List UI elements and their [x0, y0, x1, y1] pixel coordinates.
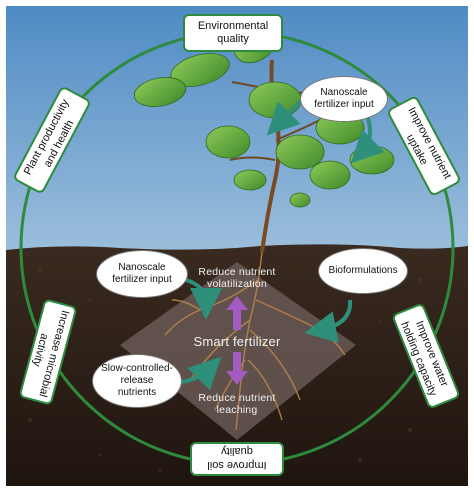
arrow-down [226, 352, 248, 385]
purple-arrows [226, 296, 248, 385]
oval-bioformulations: Bioformulations [318, 248, 408, 294]
arrow-up [226, 296, 248, 330]
rotated-box-improve-soil-quality: Improve soil quality [190, 442, 284, 476]
arrow-nano-top-right [350, 117, 385, 164]
environmental-quality-line1: Environmental [197, 20, 269, 32]
improve-soil-line1: Improve soil [207, 459, 266, 471]
smart-fertilizer-diamond [120, 262, 356, 440]
box-environmental-quality: Environmental quality [183, 14, 283, 52]
oval-nanoscale-input-left: Nanoscale fertilizer input [96, 250, 188, 298]
arrow-nano-left [185, 278, 222, 320]
nano-left-line2: fertilizer input [112, 274, 172, 285]
reduce-volatilization-line1: Reduce nutrient [198, 266, 276, 278]
nano-top-line2: fertilizer input [314, 99, 374, 110]
oval-slow-controlled-release: Slow-controlled- release nutrients [92, 354, 182, 408]
environmental-quality-line2: quality [217, 33, 249, 45]
reduce-leaching-line1: Reduce nutrient [198, 392, 276, 404]
reduce-volatilization-line2: volatilization [207, 278, 267, 290]
nano-top-line1: Nanoscale [320, 87, 368, 98]
reduce-volatilization-label: Reduce nutrient volatilization [187, 266, 287, 290]
improve-soil-line2: quality [221, 445, 253, 457]
reduce-leaching-label: Reduce nutrient leaching [187, 392, 287, 416]
branch-left [229, 156, 276, 161]
slow-release-line2: release [120, 375, 154, 386]
reduce-leaching-line2: leaching [216, 404, 258, 416]
slow-release-line3: nutrients [117, 387, 157, 398]
bioformulations-label: Bioformulations [328, 265, 398, 276]
oval-nanoscale-input-top: Nanoscale fertilizer input [300, 76, 388, 122]
arrow-bioformulations [304, 299, 353, 343]
slow-release-line1: Slow-controlled- [101, 363, 173, 374]
nano-left-line1: Nanoscale [118, 262, 166, 273]
smart-fertilizer-title: Smart fertilizer [193, 334, 281, 349]
